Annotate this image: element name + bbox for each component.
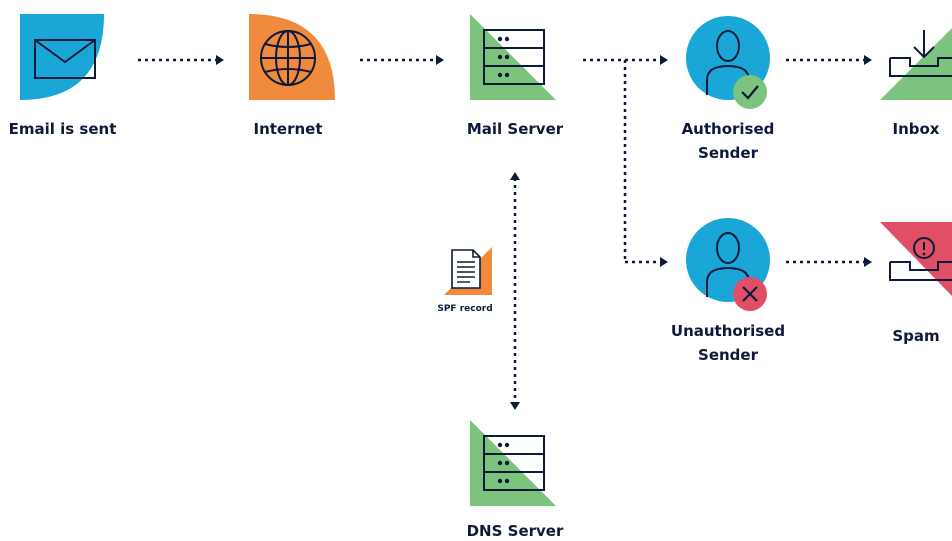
spam-icon <box>880 222 952 296</box>
authorised-sender-label: Authorised Sender <box>668 117 788 165</box>
inbox-icon <box>880 28 952 100</box>
authorised-line1: Authorised <box>681 120 775 138</box>
authorised-line2: Sender <box>698 144 758 162</box>
dns-server-icon <box>470 420 556 506</box>
mail-server-icon <box>470 14 556 100</box>
globe-icon <box>249 14 335 100</box>
check-badge-icon <box>733 75 767 109</box>
cross-badge-icon <box>733 277 767 311</box>
mail-server-label: Mail Server <box>466 120 564 138</box>
unauthorised-line1: Unauthorised <box>670 322 786 340</box>
dns-server-label: DNS Server <box>466 522 564 540</box>
arrowheads <box>216 55 872 410</box>
unauthorised-line2: Sender <box>698 346 758 364</box>
spam-label: Spam <box>892 327 940 345</box>
envelope-icon <box>20 14 104 100</box>
internet-label: Internet <box>253 120 323 138</box>
inbox-label: Inbox <box>892 120 940 138</box>
unauthorised-sender-label: Unauthorised Sender <box>658 319 798 367</box>
spf-record-label: SPF record <box>437 304 493 314</box>
email-sent-label: Email is sent <box>8 120 117 138</box>
document-icon <box>444 247 492 295</box>
